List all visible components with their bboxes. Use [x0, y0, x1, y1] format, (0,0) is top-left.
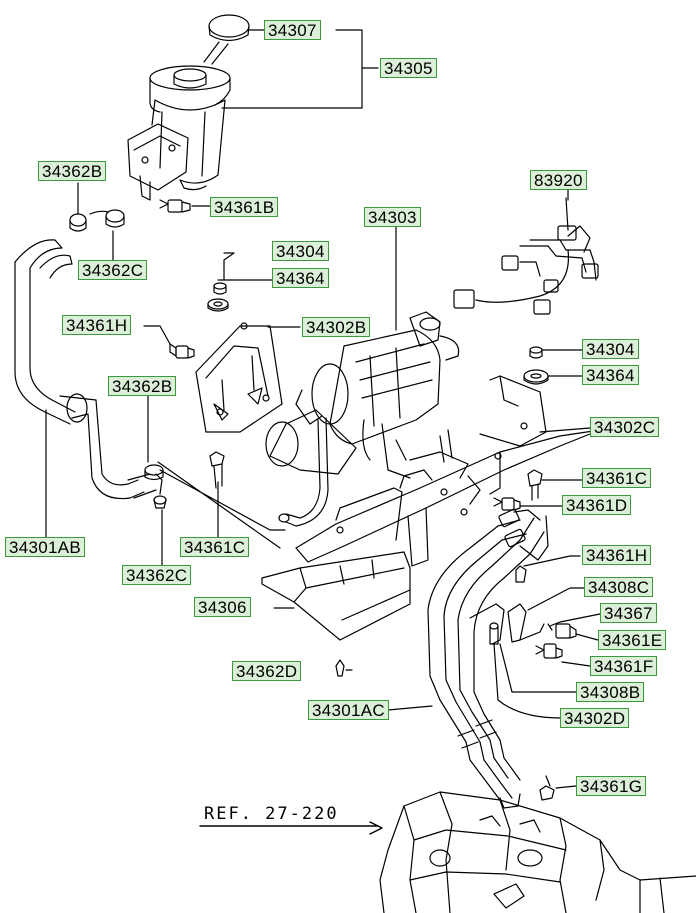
label-34361b[interactable]: 34361B [210, 197, 279, 217]
bolt-34361h-left [169, 343, 195, 359]
bolt-34361f [535, 643, 563, 659]
label-34301ac[interactable]: 34301AC [308, 700, 389, 720]
reservoir-tank [149, 65, 231, 191]
label-34302b[interactable]: 34302B [302, 317, 371, 337]
label-34306[interactable]: 34306 [194, 597, 251, 617]
main-bracket [295, 375, 601, 567]
wiring-harness [453, 197, 599, 315]
label-34308b[interactable]: 34308B [576, 682, 645, 702]
reservoir-bracket [127, 123, 189, 201]
label-34304-upper[interactable]: 34304 [272, 241, 329, 261]
label-34367[interactable]: 34367 [600, 603, 657, 623]
transmission-housing [379, 791, 696, 913]
hose-clamp-lower [144, 464, 167, 509]
reservoir-cap [203, 14, 250, 65]
label-34361h-right[interactable]: 34361H [582, 545, 652, 565]
label-34361g[interactable]: 34361G [576, 776, 647, 796]
label-34307[interactable]: 34307 [264, 20, 321, 40]
label-34361d[interactable]: 34361D [562, 495, 632, 515]
label-34305[interactable]: 34305 [380, 58, 437, 78]
label-34304-right[interactable]: 34304 [582, 339, 639, 359]
label-34302c[interactable]: 34302C [590, 417, 660, 437]
pump-cover [261, 551, 411, 641]
label-34362c-top[interactable]: 34362C [78, 260, 148, 280]
bolt-34361b [159, 199, 191, 213]
label-34308c[interactable]: 34308C [584, 577, 654, 597]
return-hose [14, 239, 163, 500]
nut-washer-right [523, 346, 549, 385]
pump-motor [265, 311, 460, 527]
bolt-34361e [547, 623, 577, 639]
label-34361e[interactable]: 34361E [598, 630, 667, 650]
bolt-34361g [539, 775, 555, 801]
reference-note: REF. 27-220 [204, 804, 339, 824]
label-34302d[interactable]: 34302D [560, 708, 630, 728]
label-34361c-mid[interactable]: 34361C [180, 537, 250, 557]
bolt-34361d [493, 497, 521, 511]
leader-lines [45, 29, 601, 835]
grommet-34362d [335, 659, 345, 677]
label-34362d[interactable]: 34362D [232, 661, 302, 681]
bolt-34361c-mid [209, 451, 225, 489]
label-34301ab[interactable]: 34301AB [5, 537, 86, 557]
label-34303[interactable]: 34303 [364, 207, 421, 227]
bolt-34361c-right [527, 469, 543, 501]
pressure-hoses [427, 508, 549, 809]
label-34361h-left[interactable]: 34361H [62, 315, 132, 335]
label-34362b-top[interactable]: 34362B [38, 161, 107, 181]
label-34362c-bottom[interactable]: 34362C [122, 565, 192, 585]
label-34364-upper[interactable]: 34364 [272, 268, 329, 288]
pump-bracket [195, 322, 283, 433]
label-34364-right[interactable]: 34364 [582, 365, 639, 385]
label-34361c-right[interactable]: 34361C [582, 468, 652, 488]
label-83920[interactable]: 83920 [530, 170, 587, 190]
label-34362b-mid[interactable]: 34362B [108, 376, 177, 396]
label-34361f[interactable]: 34361F [590, 656, 658, 676]
nut-washer-upper [207, 282, 229, 312]
